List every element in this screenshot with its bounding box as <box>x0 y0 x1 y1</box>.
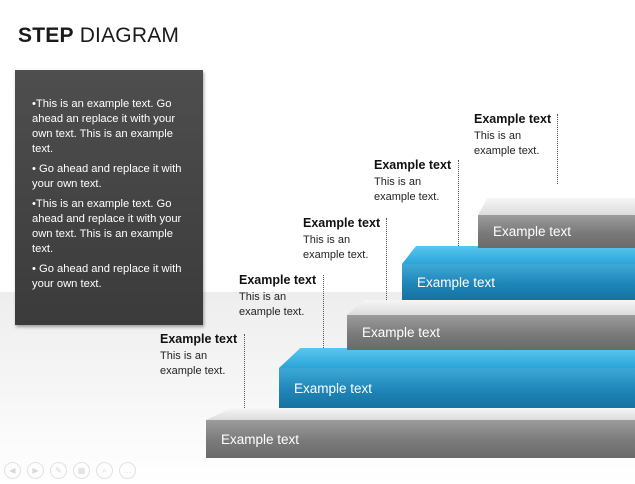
callout-1: Example text This is an example text. <box>160 332 275 378</box>
bullet-2: • Go ahead and replace it with your own … <box>32 163 182 190</box>
step-3-label: Example text <box>362 325 441 340</box>
callout-1-connector <box>244 334 245 408</box>
slides-icon[interactable]: ▦ <box>73 462 90 479</box>
step-2-label: Example text <box>294 380 373 396</box>
next-icon[interactable]: ▶ <box>27 462 44 479</box>
step-1-top <box>206 408 635 420</box>
page-title: STEP DIAGRAM <box>18 24 179 48</box>
slideshow-controls: ◀ ▶ ✎ ▦ ⌕ … <box>4 462 136 479</box>
callout-4-body: This is an example text. <box>374 176 440 203</box>
pen-icon[interactable]: ✎ <box>50 462 67 479</box>
callout-1-body: This is an example text. <box>160 350 226 377</box>
callout-2-connector <box>323 275 324 348</box>
step-1: Example text <box>206 408 635 458</box>
title-rest: DIAGRAM <box>73 24 180 47</box>
zoom-icon[interactable]: ⌕ <box>96 462 113 479</box>
step-2-face: Example text <box>279 368 635 408</box>
step-2-top <box>279 348 635 368</box>
callout-2-body: This is an example text. <box>239 291 305 318</box>
step-5-face: Example text <box>478 215 635 248</box>
step-2: Example text <box>279 348 635 408</box>
callout-2: Example text This is an example text. <box>239 273 354 319</box>
callout-3-heading: Example text <box>303 216 381 230</box>
bullet-1: •This is an example text. Go ahead an re… <box>32 98 176 155</box>
callout-2-heading: Example text <box>239 273 317 287</box>
step-5-top <box>478 198 635 215</box>
step-3-top <box>347 300 635 315</box>
step-1-label: Example text <box>221 431 300 447</box>
previous-icon[interactable]: ◀ <box>4 462 21 479</box>
step-4: Example text <box>402 246 635 300</box>
text-panel: •This is an example text. Go ahead an re… <box>15 70 203 325</box>
callout-4-connector <box>458 160 459 246</box>
callout-5-body: This is an example text. <box>474 130 540 157</box>
step-4-top <box>402 246 635 264</box>
callout-5-connector <box>557 114 558 184</box>
callout-5: Example text This is an example text. <box>474 112 589 158</box>
callout-4-heading: Example text <box>374 158 452 172</box>
title-bold: STEP <box>18 24 74 47</box>
step-3-face: Example text <box>347 315 635 350</box>
callout-3-body: This is an example text. <box>303 234 369 261</box>
step-4-face: Example text <box>402 264 635 300</box>
bullet-4: • Go ahead and replace it with your own … <box>32 263 182 290</box>
callout-1-heading: Example text <box>160 332 238 346</box>
callout-3-connector <box>386 218 387 300</box>
callout-5-heading: Example text <box>474 112 552 126</box>
step-3: Example text <box>347 300 635 350</box>
step-5-label: Example text <box>493 224 572 239</box>
callout-3: Example text This is an example text. <box>303 216 418 262</box>
step-1-face: Example text <box>206 420 635 458</box>
callout-4: Example text This is an example text. <box>374 158 489 204</box>
bullet-3: •This is an example text. Go ahead and r… <box>32 198 182 255</box>
step-5: Example text <box>478 198 635 248</box>
more-icon[interactable]: … <box>119 462 136 479</box>
step-4-label: Example text <box>417 274 496 290</box>
